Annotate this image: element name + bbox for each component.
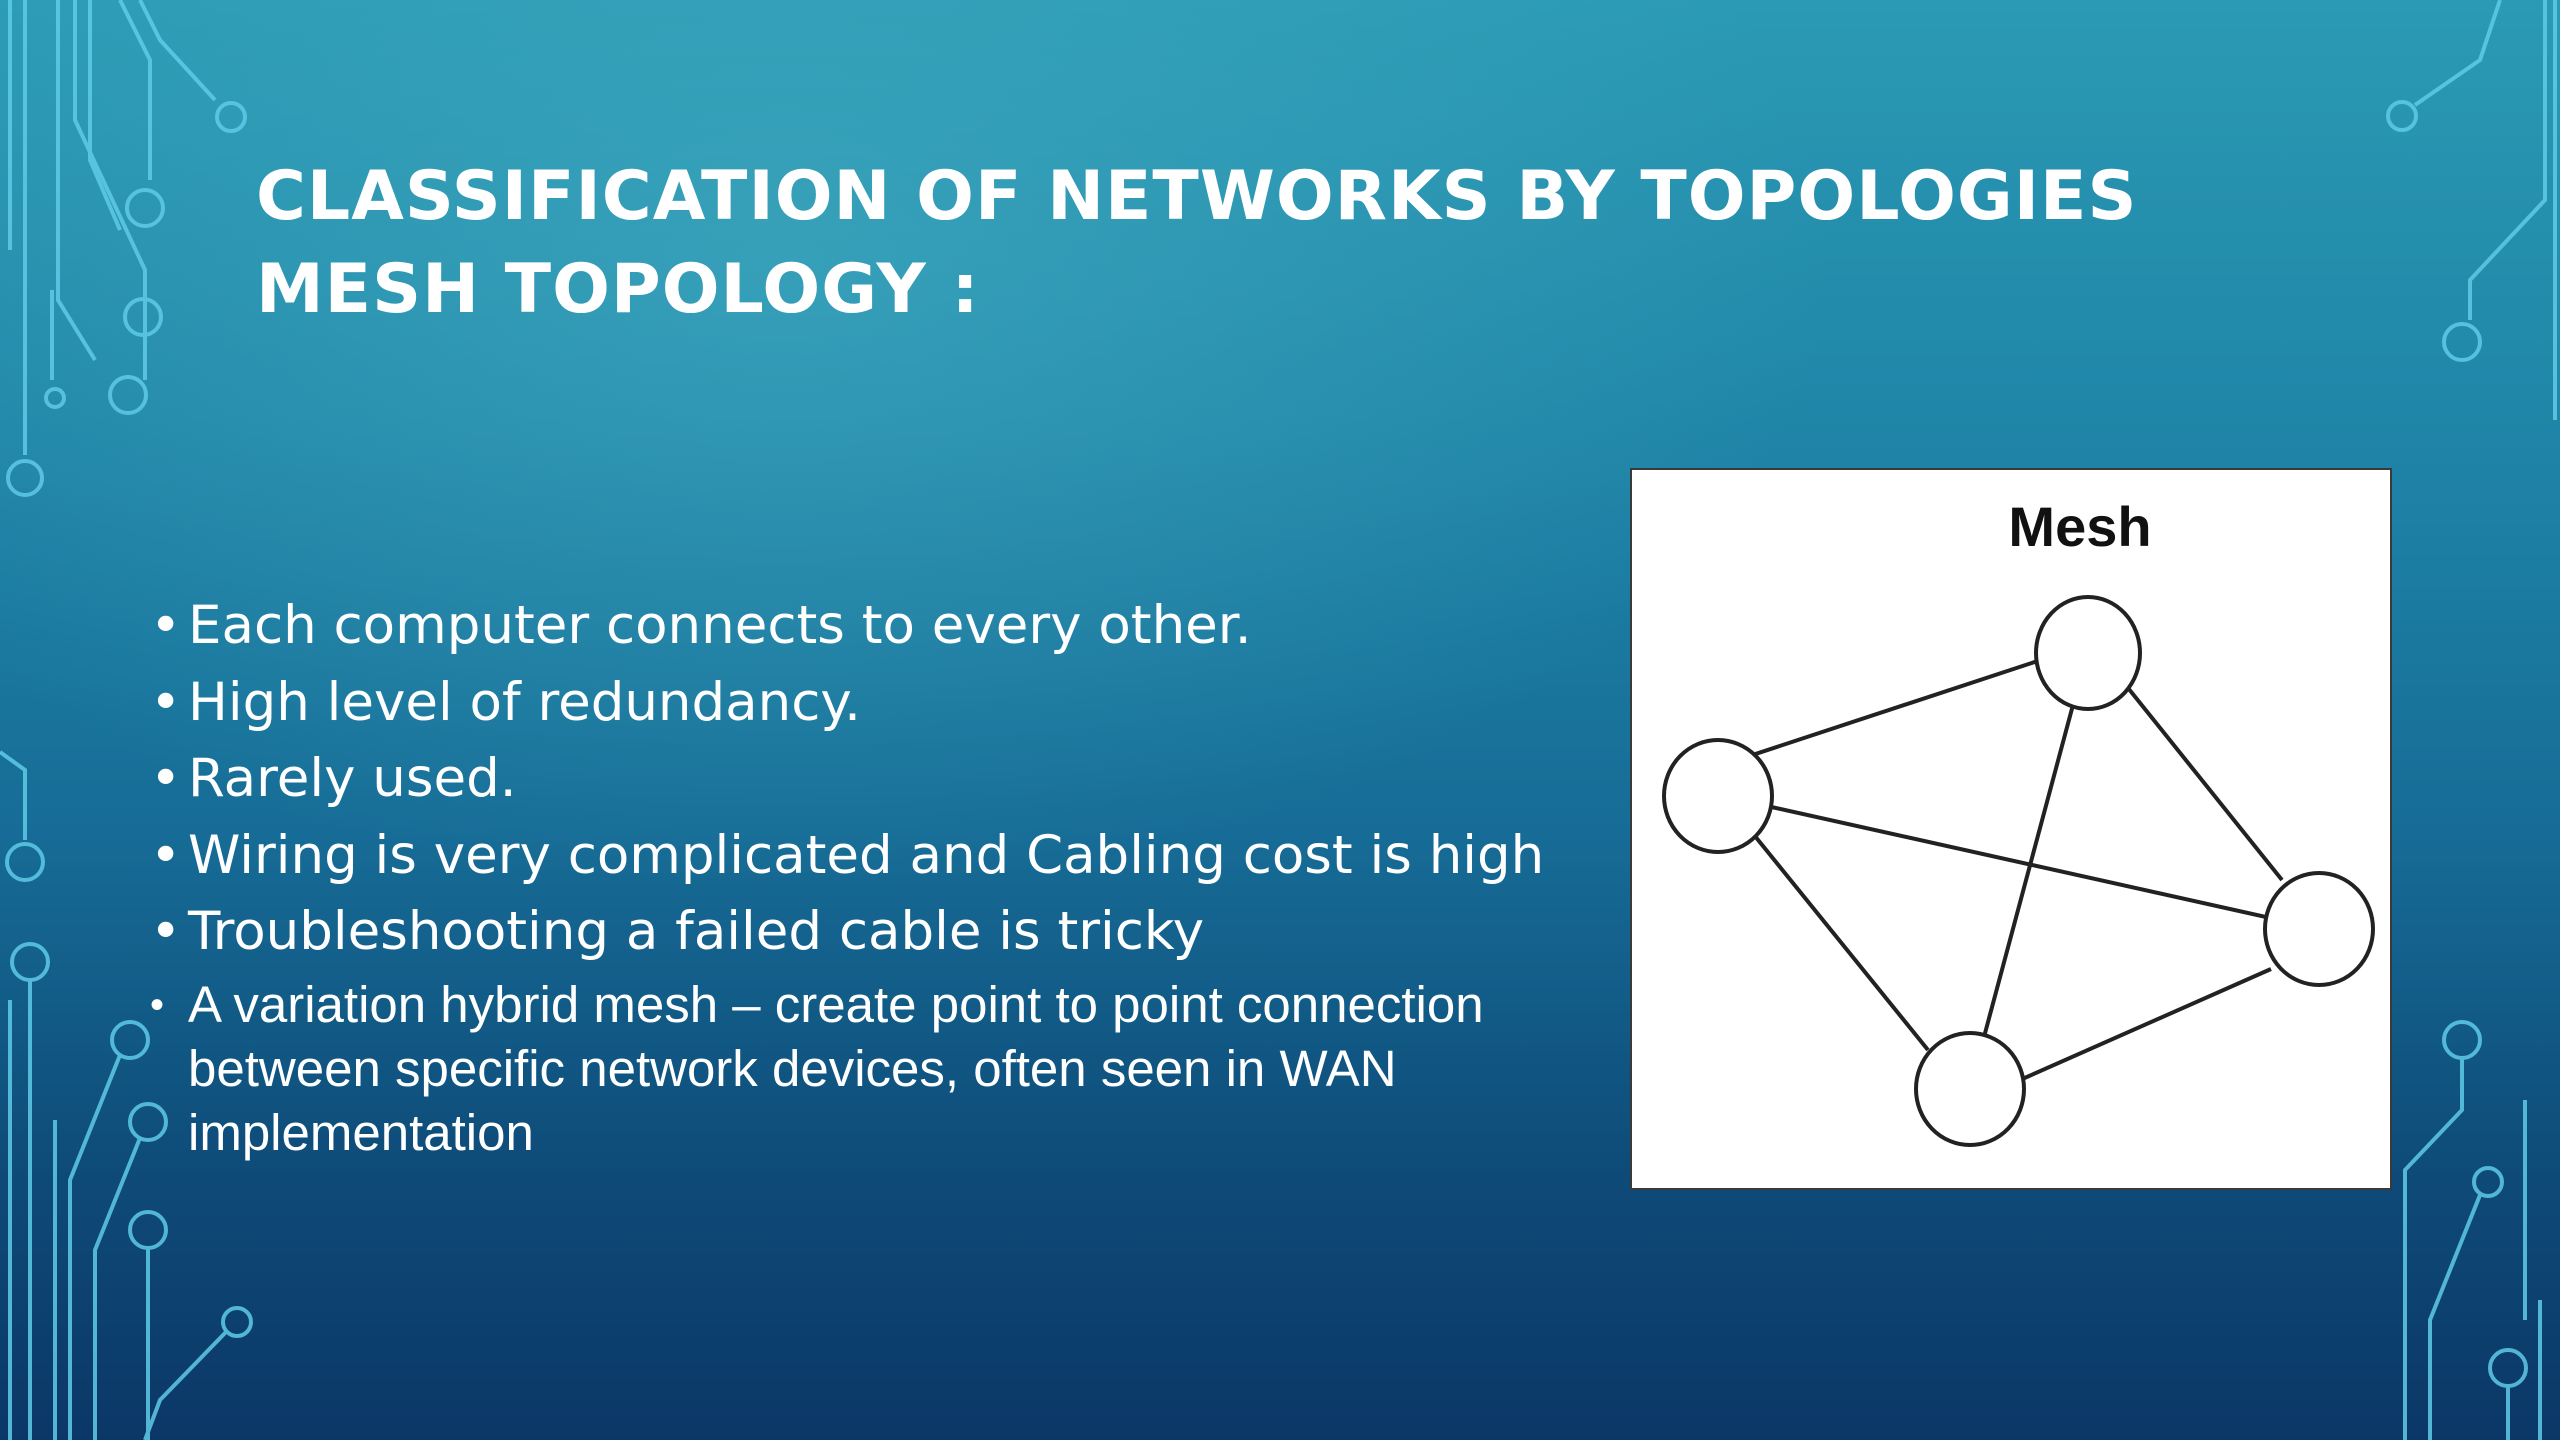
- bullet-item: • Wiring is very complicated and Cabling…: [150, 818, 1550, 895]
- mesh-link: [1744, 823, 1930, 1052]
- bullet-list: • Each computer connects to every other.…: [150, 588, 1550, 1165]
- bullet-item: • Rarely used.: [150, 741, 1550, 818]
- mesh-link: [1721, 651, 2063, 767]
- slide-title-line1: CLASSIFICATION OF NETWORKS BY TOPOLOGIES: [256, 157, 2138, 236]
- bullet-text: Each computer connects to every other.: [188, 595, 1252, 656]
- bullet-text: Wiring is very complicated and Cabling c…: [188, 824, 1545, 886]
- bullet-dot: •: [150, 901, 182, 962]
- bullet-dot: •: [150, 595, 182, 656]
- mesh-link: [1721, 794, 2321, 931]
- slide-title-line2: MESH TOPOLOGY :: [256, 250, 980, 329]
- bullet-dot: •: [150, 671, 182, 733]
- bullet-dot: •: [150, 748, 182, 809]
- bullet-dot: •: [150, 824, 182, 886]
- mesh-link: [1982, 674, 2083, 1038]
- bullet-text: Troubleshooting a failed cable is tricky: [188, 901, 1205, 962]
- bullet-item: • Troubleshooting a failed cable is tric…: [150, 894, 1550, 971]
- mesh-diagram-svg: Mesh: [1662, 495, 2375, 1147]
- mesh-link: [2019, 967, 2272, 1082]
- bullet-text: High level of redundancy.: [188, 671, 862, 733]
- bullet-text: Rarely used.: [188, 748, 517, 809]
- bullet-item: • Each computer connects to every other.: [150, 588, 1550, 665]
- mesh-node: [2034, 595, 2142, 711]
- bullet-item: • High level of redundancy.: [150, 665, 1550, 742]
- mesh-node: [2263, 871, 2375, 987]
- bullet-item: • A variation hybrid mesh – create point…: [150, 973, 1488, 1165]
- mesh-node: [1914, 1031, 2026, 1147]
- bullet-dot: •: [150, 982, 165, 1027]
- mesh-diagram: Mesh: [1630, 468, 2392, 1190]
- bullet-text: A variation hybrid mesh – create point t…: [188, 975, 1484, 1161]
- mesh-link: [2110, 666, 2284, 882]
- mesh-node: [1662, 738, 1774, 854]
- slide-title: CLASSIFICATION OF NETWORKS BY TOPOLOGIES…: [256, 150, 2156, 336]
- mesh-diagram-label: Mesh: [2008, 495, 2151, 558]
